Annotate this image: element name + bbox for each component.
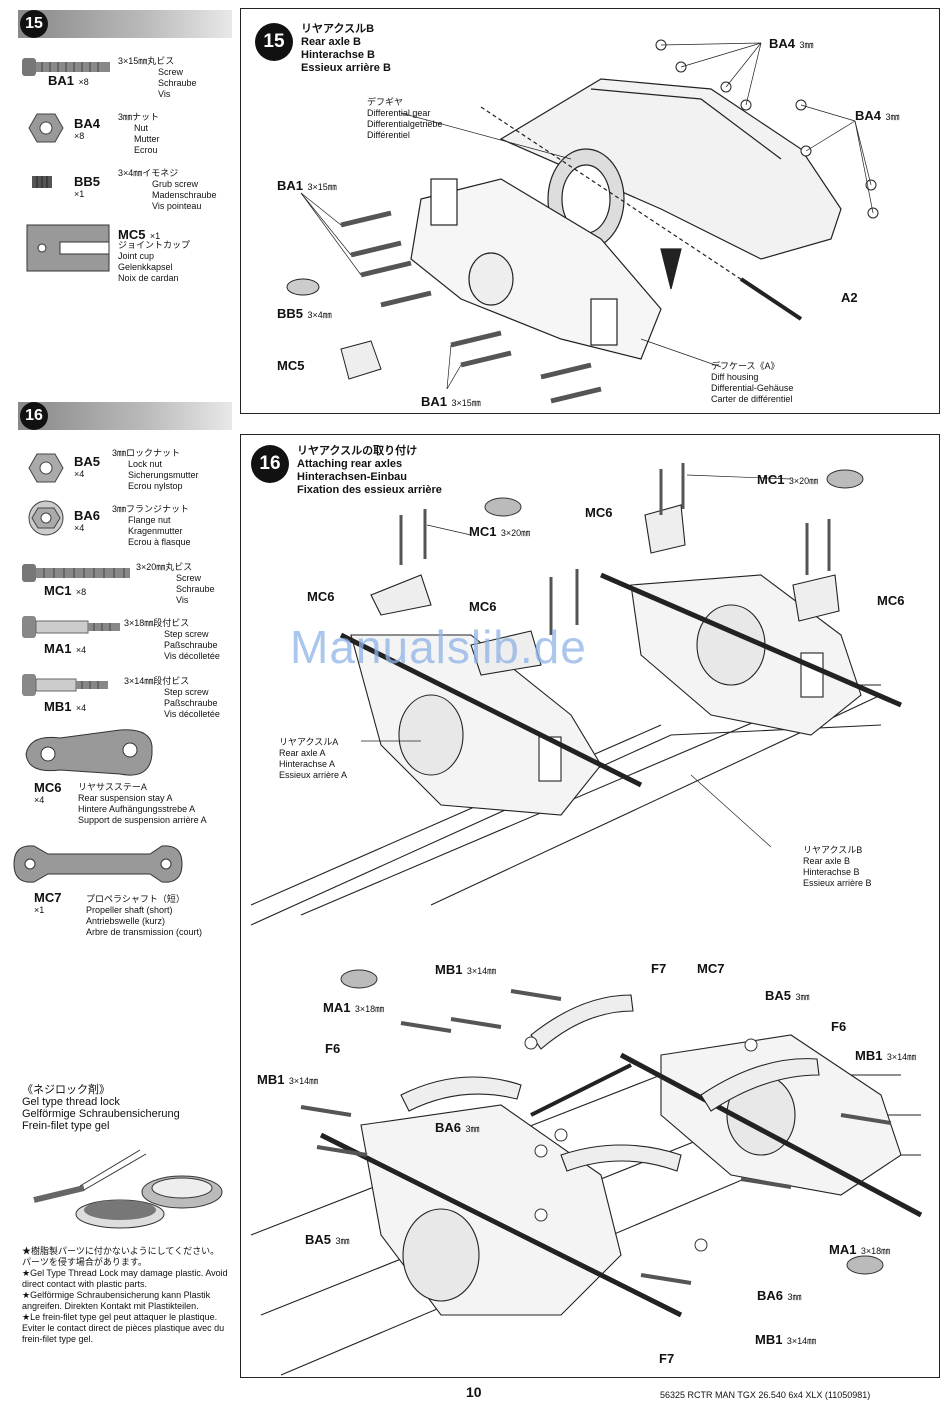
step16-header: 16	[18, 402, 232, 430]
mc7-part: MC7 ×1	[34, 890, 62, 915]
page-number: 10	[466, 1384, 482, 1400]
mb1-part: MB1 ×4	[44, 699, 87, 714]
ba6-desc: 3㎜フランジナット Flange nut Kragenmutter Ecrou …	[112, 504, 191, 547]
ba4-right-label: BA4 3㎜	[855, 108, 900, 123]
bb5-label: BB5 3×4㎜	[277, 306, 332, 321]
ma1-part: MA1 ×4	[44, 641, 87, 656]
f6-a-label: F6	[325, 1041, 341, 1056]
ba6-b-label: BA6 3㎜	[757, 1288, 802, 1303]
ba6-part: BA6 ×4	[74, 508, 101, 533]
footer-info: 56325 RCTR MAN TGX 26.540 6x4 XLX (11050…	[660, 1390, 871, 1400]
ba1-bottom-label: BA1 3×15㎜	[421, 394, 481, 409]
rear-axle-b-exploded-diagram	[286, 39, 879, 404]
ba1-part: BA1 ×8	[48, 73, 89, 88]
ba4-top-label: BA4 3㎜	[769, 36, 814, 51]
mb1-c-label: MB1 3×14㎜	[257, 1072, 319, 1087]
ba5-desc: 3㎜ロックナット Lock nut Sicherungsmutter Ecrou…	[112, 448, 199, 491]
bb5-desc: 3×4㎜イモネジ Grub screw Madenschraube Vis po…	[118, 168, 217, 211]
step16-number: 16	[20, 402, 48, 430]
mc5-label: MC5	[277, 358, 305, 373]
watermark: Manualslib.de	[290, 621, 587, 673]
ba4-desc: 3㎜ナット Nut Mutter Ecrou	[118, 112, 160, 155]
ba5-b-label: BA5 3㎜	[305, 1232, 350, 1247]
ma1-step-screw-icon	[22, 616, 120, 638]
ba5-a-label: BA5 3㎜	[765, 988, 810, 1003]
mc5-desc: ジョイントカップ Joint cup Gelenkkapsel Noix de …	[118, 240, 191, 283]
thread-lock-illustration	[33, 1149, 223, 1229]
mc7-propeller-shaft-icon	[13, 845, 183, 883]
mc6-c-label: MC6	[469, 599, 497, 614]
a2-label: A2	[841, 290, 858, 305]
step15-title: リヤアクスルB Rear axle B Hinterachse B Essieu…	[301, 23, 391, 74]
mc1-a-label: MC1 3×20㎜	[469, 524, 531, 539]
step16-badge: 16	[251, 445, 289, 483]
f7-a-label: F7	[651, 961, 667, 976]
step15-diagram-frame: 15 リヤアクスルB Rear axle B Hinterachse B Ess…	[240, 8, 940, 414]
mc1-desc: 3×20㎜丸ビス Screw Schraube Vis	[136, 562, 215, 605]
step15-number: 15	[20, 10, 48, 38]
ma1-b-label: MA1 3×18㎜	[829, 1242, 891, 1257]
ba1-left-label: BA1 3×15㎜	[277, 178, 337, 193]
mc5-joint-cup-icon	[26, 224, 110, 272]
bb5-part: BB5 ×1	[74, 174, 101, 199]
diff-gear-label: デフギヤ Differential gear Differentialgetri…	[367, 97, 443, 140]
ba6-flange-nut-icon	[28, 500, 64, 536]
mc5-part: MC5 ×1	[118, 227, 161, 242]
mb1-desc: 3×14㎜段付ビス Step screw Paßschraube Vis déc…	[124, 676, 220, 719]
ba5-part: BA5 ×4	[74, 454, 101, 479]
mb1-d-label: MB1 3×14㎜	[755, 1332, 817, 1347]
mb1-b-label: MB1 3×14㎜	[855, 1048, 917, 1063]
diff-housing-label: デフケース《A》 Diff housing Differential-Gehäu…	[711, 361, 794, 404]
step16-diagram-frame: 16 リヤアクスルの取り付け Attaching rear axles Hint…	[240, 434, 940, 1378]
ba1-screw-icon	[22, 58, 110, 76]
f6-b-label: F6	[831, 1019, 847, 1034]
mc7-label: MC7	[697, 961, 725, 976]
attaching-rear-axles-diagram	[250, 463, 923, 1376]
mc6-suspension-stay-icon	[25, 729, 153, 776]
ba4-part: BA4 ×8	[74, 116, 101, 141]
rear-axle-b-label: リヤアクスルB Rear axle B Hinterachse B Essieu…	[803, 845, 872, 888]
mb1-a-label: MB1 3×14㎜	[435, 962, 497, 977]
mc6-desc: リヤサスステーA Rear suspension stay A Hintere …	[78, 782, 207, 825]
step15-header: 15	[18, 10, 232, 38]
ba5-lock-nut-icon	[28, 453, 64, 483]
ba6-a-label: BA6 3㎜	[435, 1120, 480, 1135]
f7-b-label: F7	[659, 1351, 675, 1366]
mb1-step-screw-icon	[22, 674, 108, 696]
mc1-screw-icon	[22, 564, 130, 582]
bb5-grub-screw-icon	[32, 176, 52, 188]
step16-title: リヤアクスルの取り付け Attaching rear axles Hintera…	[297, 445, 442, 496]
thread-lock-warnings: ★樹脂製パーツに付かないようにしてください。パーツを侵す場合があります。 ★Ge…	[22, 1246, 228, 1344]
mc1-b-label: MC1 3×20㎜	[757, 472, 819, 487]
mc7-desc: プロペラシャフト（短） Propeller shaft (short) Antr…	[86, 894, 203, 937]
ma1-a-label: MA1 3×18㎜	[323, 1000, 385, 1015]
ba1-desc: 3×15㎜丸ビス Screw Schraube Vis	[118, 56, 197, 99]
mc1-part: MC1 ×8	[44, 583, 87, 598]
mc6-part: MC6 ×4	[34, 780, 62, 805]
step15-badge: 15	[255, 23, 293, 61]
ma1-desc: 3×18㎜段付ビス Step screw Paßschraube Vis déc…	[124, 618, 220, 661]
rear-axle-a-label: リヤアクスルA Rear axle A Hinterachse A Essieu…	[279, 737, 348, 780]
mc6-d-label: MC6	[877, 593, 905, 608]
mc6-a-label: MC6	[585, 505, 613, 520]
mc6-b-label: MC6	[307, 589, 335, 604]
thread-lock-title: 《ネジロック剤》 Gel type thread lock Gelförmige…	[22, 1084, 180, 1132]
ba4-nut-icon	[28, 113, 64, 143]
